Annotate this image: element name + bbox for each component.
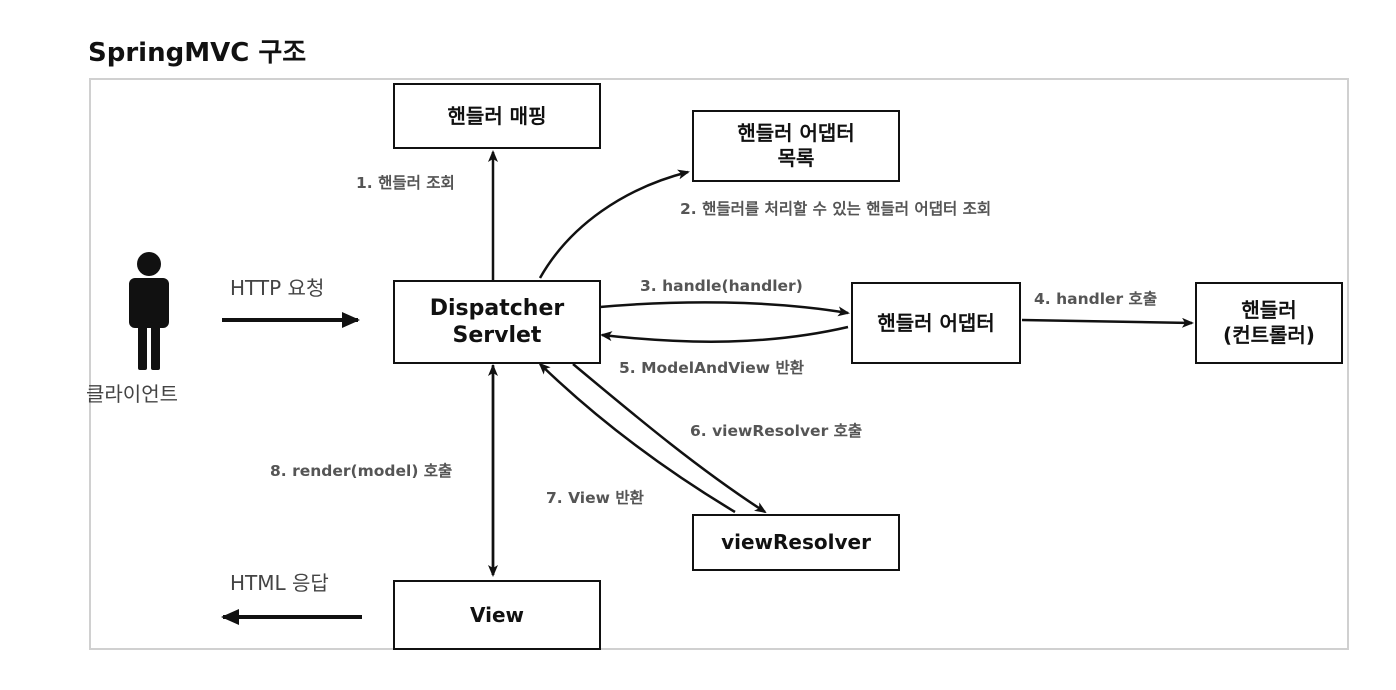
handler-mapping-box: 핸들러 매핑 <box>393 83 601 149</box>
handler-adapter-box: 핸들러 어댑터 <box>851 282 1021 364</box>
person-icon <box>129 252 169 370</box>
step4-label: 4. handler 호출 <box>1034 290 1158 308</box>
step7-arrow <box>538 362 736 514</box>
step3-arrow <box>599 301 850 317</box>
step2-label: 2. 핸들러를 처리할 수 있는 핸들러 어댑터 조회 <box>680 200 992 218</box>
step3-label: 3. handle(handler) <box>640 277 803 295</box>
step6-label: 6. viewResolver 호출 <box>690 422 863 440</box>
dispatcher-servlet-box: Dispatcher Servlet <box>393 280 601 364</box>
step5-label: 5. ModelAndView 반환 <box>619 359 804 377</box>
view-box: View <box>393 580 601 650</box>
handler-box: 핸들러 (컨트롤러) <box>1195 282 1343 364</box>
step4-arrow <box>1021 317 1194 328</box>
step7-label: 7. View 반환 <box>546 489 644 507</box>
step6-arrow <box>572 363 767 514</box>
http-request-label: HTTP 요청 <box>230 276 325 300</box>
step1-label: 1. 핸들러 조회 <box>356 174 455 192</box>
step2-arrow <box>538 169 690 279</box>
step8-label: 8. render(model) 호출 <box>270 462 453 480</box>
html-response-label: HTML 응답 <box>230 571 329 595</box>
client-label: 클라이언트 <box>86 382 178 406</box>
step5-arrow <box>600 325 849 343</box>
handler-adapter-list-box: 핸들러 어댑터 목록 <box>692 110 900 182</box>
page-title: SpringMVC 구조 <box>88 38 307 68</box>
view-resolver-box: viewResolver <box>692 514 900 571</box>
